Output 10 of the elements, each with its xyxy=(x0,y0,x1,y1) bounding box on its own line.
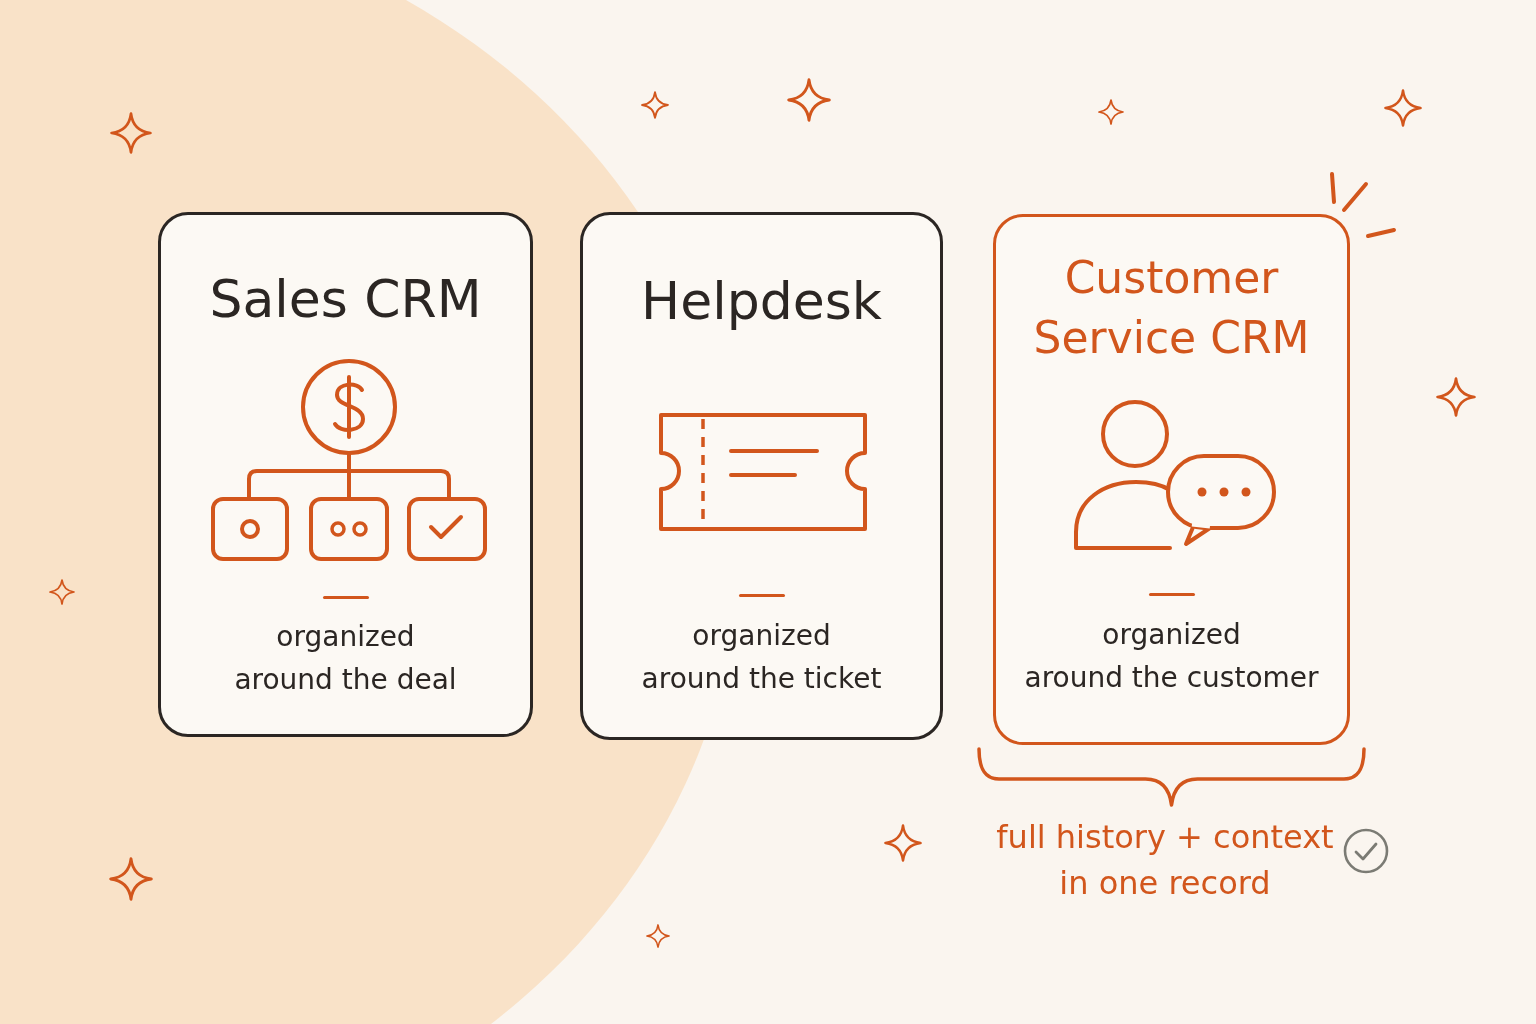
card-title: Customer Service CRM xyxy=(1033,251,1310,365)
card-caption: organized around the customer xyxy=(1024,617,1319,696)
card-title: Helpdesk xyxy=(641,270,882,333)
card-caption: organized around the deal xyxy=(234,619,457,698)
card-caption: organized around the ticket xyxy=(641,618,882,697)
card-title: Sales CRM xyxy=(209,268,482,331)
card xyxy=(158,212,533,737)
card xyxy=(993,214,1350,745)
note-text: full history + context in one record xyxy=(996,817,1334,904)
card xyxy=(580,212,943,740)
